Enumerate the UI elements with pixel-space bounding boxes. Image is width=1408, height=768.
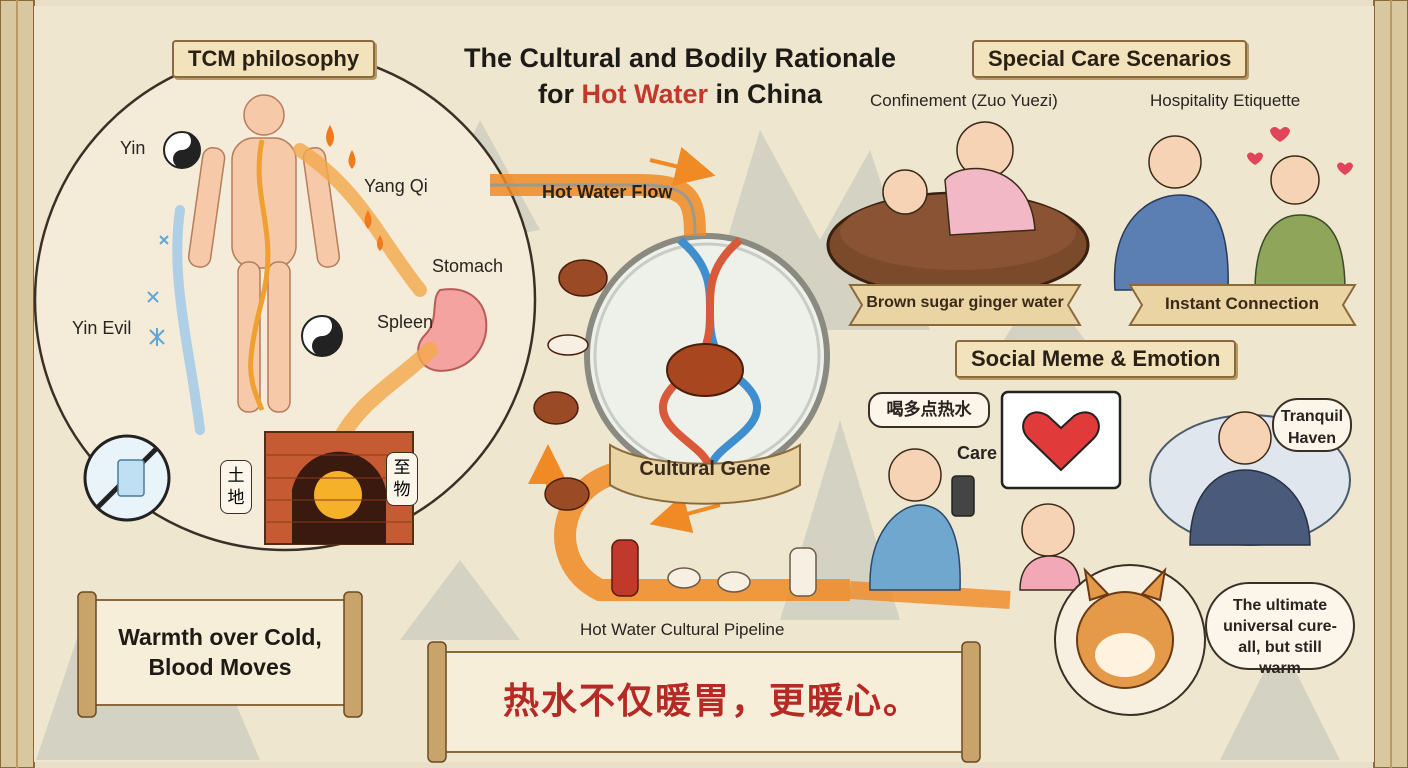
title-line-2: for Hot Water in China: [430, 76, 930, 112]
hot-water-flow-label: Hot Water Flow: [542, 182, 673, 202]
drink-more-bubble: 喝多点热水: [868, 392, 990, 428]
hospitality-label: Hospitality Etiquette: [1150, 91, 1301, 110]
confinement-label: Confinement (Zuo Yuezi): [870, 91, 1058, 110]
page-title: The Cultural and Bodily Rationale for Ho…: [430, 40, 930, 112]
stomach-label: Stomach: [432, 256, 504, 276]
connection-ribbon: Instant Connection: [1165, 294, 1319, 313]
cure-all-bubble: The ultimate universal cure-all, but sti…: [1205, 582, 1355, 677]
title-highlight: Hot Water: [581, 79, 709, 109]
thing-sign: 至物: [386, 452, 418, 506]
social-heading: Social Meme & Emotion: [955, 340, 1237, 378]
yin-label: Yin: [120, 138, 146, 158]
yin-evil-label: Yin Evil: [72, 318, 132, 338]
title-prefix: for: [538, 79, 582, 109]
tcm-heading: TCM philosophy: [172, 40, 376, 78]
earth-sign: 土地: [220, 460, 252, 514]
care-label: Care: [957, 443, 998, 463]
ginger-water-ribbon: Brown sugar ginger water: [866, 294, 1064, 311]
slogan: 热水不仅暖胃，更暖心。: [502, 680, 921, 722]
title-line-1: The Cultural and Bodily Rationale: [463, 43, 897, 73]
pipeline-label: Hot Water Cultural Pipeline: [580, 620, 785, 639]
spleen-label: Spleen: [377, 312, 434, 332]
cultural-gene-ribbon: Cultural Gene: [639, 458, 771, 480]
yang-qi-label: Yang Qi: [364, 176, 428, 196]
title-suffix: in China: [708, 79, 823, 109]
tranquil-bubble: Tranquil Haven: [1272, 398, 1352, 452]
care-heading: Special Care Scenarios: [972, 40, 1248, 78]
tcm-motto: Warmth over Cold, Blood Moves: [118, 624, 322, 680]
